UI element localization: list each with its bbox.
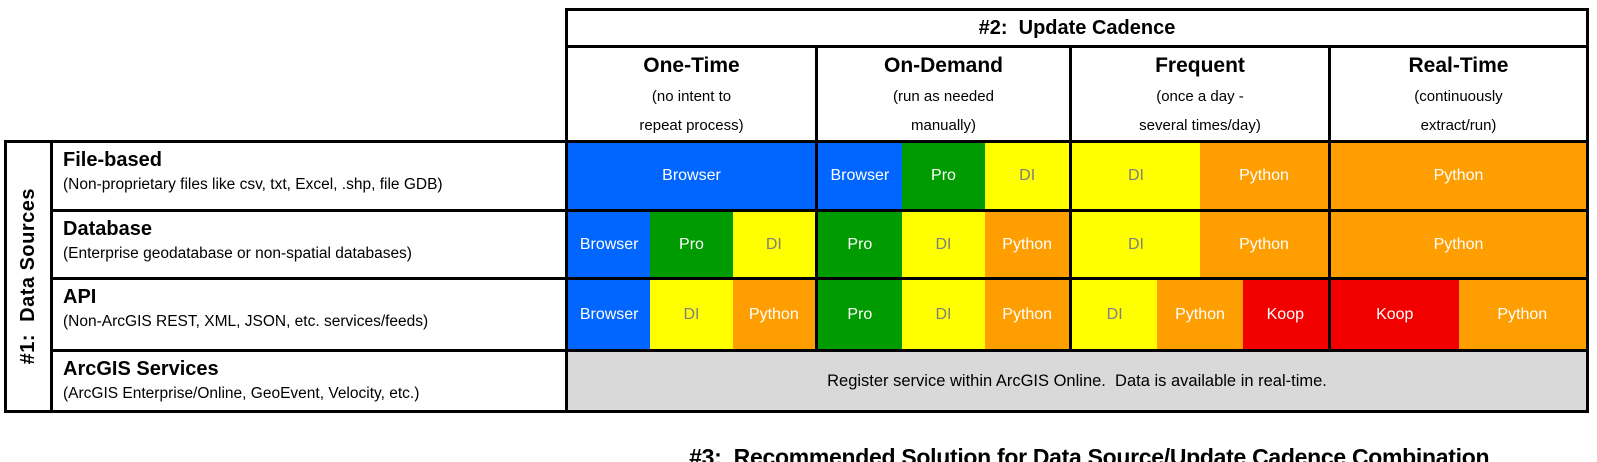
data-sources-panel: #1: Data Sources File-based (Non-proprie…: [4, 140, 568, 413]
solution-segment: Python: [1200, 212, 1328, 277]
recommendation-caption: #3: Recommended Solution for Data Source…: [689, 444, 1490, 462]
row-header-api: API (Non-ArcGIS REST, XML, JSON, etc. se…: [53, 280, 565, 352]
row-title: Database: [63, 218, 152, 240]
solution-segment: Browser: [568, 280, 651, 349]
cell-file-based-on-demand: Browser Pro DI: [818, 143, 1072, 212]
solution-segment: Pro: [901, 143, 986, 209]
solution-segment: Browser: [568, 143, 815, 209]
update-cadence-header: #2: Update Cadence: [565, 8, 1589, 48]
row-header-file-based: File-based (Non-proprietary files like c…: [53, 143, 565, 212]
cell-api-real-time: Koop Python: [1331, 280, 1586, 352]
solution-segment: DI: [1072, 143, 1200, 209]
column-header-frequent: Frequent (once a day -several times/day): [1072, 48, 1331, 140]
cell-file-based-real-time: Python: [1331, 143, 1586, 212]
row-description: (Enterprise geodatabase or non-spatial d…: [63, 245, 412, 262]
cell-database-real-time: Python: [1331, 212, 1586, 280]
cell-file-based-frequent: DI Python: [1072, 143, 1331, 212]
solution-segment: Koop: [1331, 280, 1459, 349]
solution-segment: Pro: [650, 212, 733, 277]
solution-segment: Python: [985, 212, 1070, 277]
cell-database-on-demand: Pro DI Python: [818, 212, 1072, 280]
cell-file-based-one-time: Browser: [568, 143, 818, 212]
row-description: (ArcGIS Enterprise/Online, GeoEvent, Vel…: [63, 385, 420, 402]
solution-matrix: Browser Browser Pro DI DI Python Python …: [565, 140, 1589, 413]
solution-segment: Python: [985, 280, 1070, 349]
solution-segment: Pro: [818, 212, 902, 277]
cell-api-frequent: DI Python Koop: [1072, 280, 1331, 352]
solution-segment: Python: [1331, 143, 1586, 209]
row-title: API: [63, 286, 97, 308]
column-title: One-Time: [643, 54, 740, 77]
arcgis-note-text: Register service within ArcGIS Online. D…: [827, 371, 1327, 390]
solution-segment: Python: [732, 280, 815, 349]
row-header-arcgis-services: ArcGIS Services (ArcGIS Enterprise/Onlin…: [53, 352, 565, 410]
solution-segment: DI: [1072, 280, 1158, 349]
column-description: (once a day -several times/day): [1139, 88, 1261, 134]
solution-segment: DI: [985, 143, 1070, 209]
solution-segment: DI: [732, 212, 815, 277]
solution-segment: Python: [1458, 280, 1586, 349]
solution-segment: DI: [1072, 212, 1200, 277]
cell-database-frequent: DI Python: [1072, 212, 1331, 280]
column-title: Real-Time: [1408, 54, 1509, 77]
row-header-database: Database (Enterprise geodatabase or non-…: [53, 212, 565, 280]
cell-database-one-time: Browser Pro DI: [568, 212, 818, 280]
solution-segment: Python: [1331, 212, 1586, 277]
cell-api-one-time: Browser DI Python: [568, 280, 818, 352]
solution-segment: Python: [1157, 280, 1243, 349]
update-cadence-title: #2: Update Cadence: [978, 16, 1176, 39]
row-description: (Non-ArcGIS REST, XML, JSON, etc. servic…: [63, 313, 429, 330]
row-title: File-based: [63, 149, 162, 171]
column-title: On-Demand: [883, 54, 1003, 77]
solution-segment: DI: [901, 280, 986, 349]
data-sources-axis-label: #1: Data Sources: [7, 143, 53, 410]
row-title: ArcGIS Services: [63, 358, 219, 380]
solution-segment: Python: [1200, 143, 1328, 209]
solution-segment: DI: [650, 280, 733, 349]
solution-segment: DI: [901, 212, 986, 277]
solution-segment: Pro: [818, 280, 902, 349]
solution-segment: Koop: [1242, 280, 1328, 349]
solution-segment: Browser: [568, 212, 651, 277]
row-description: (Non-proprietary files like csv, txt, Ex…: [63, 176, 443, 193]
cell-arcgis-services-note: Register service within ArcGIS Online. D…: [568, 352, 1586, 410]
solution-segment: Browser: [818, 143, 902, 209]
column-title: Frequent: [1155, 54, 1245, 77]
cell-api-on-demand: Pro DI Python: [818, 280, 1072, 352]
